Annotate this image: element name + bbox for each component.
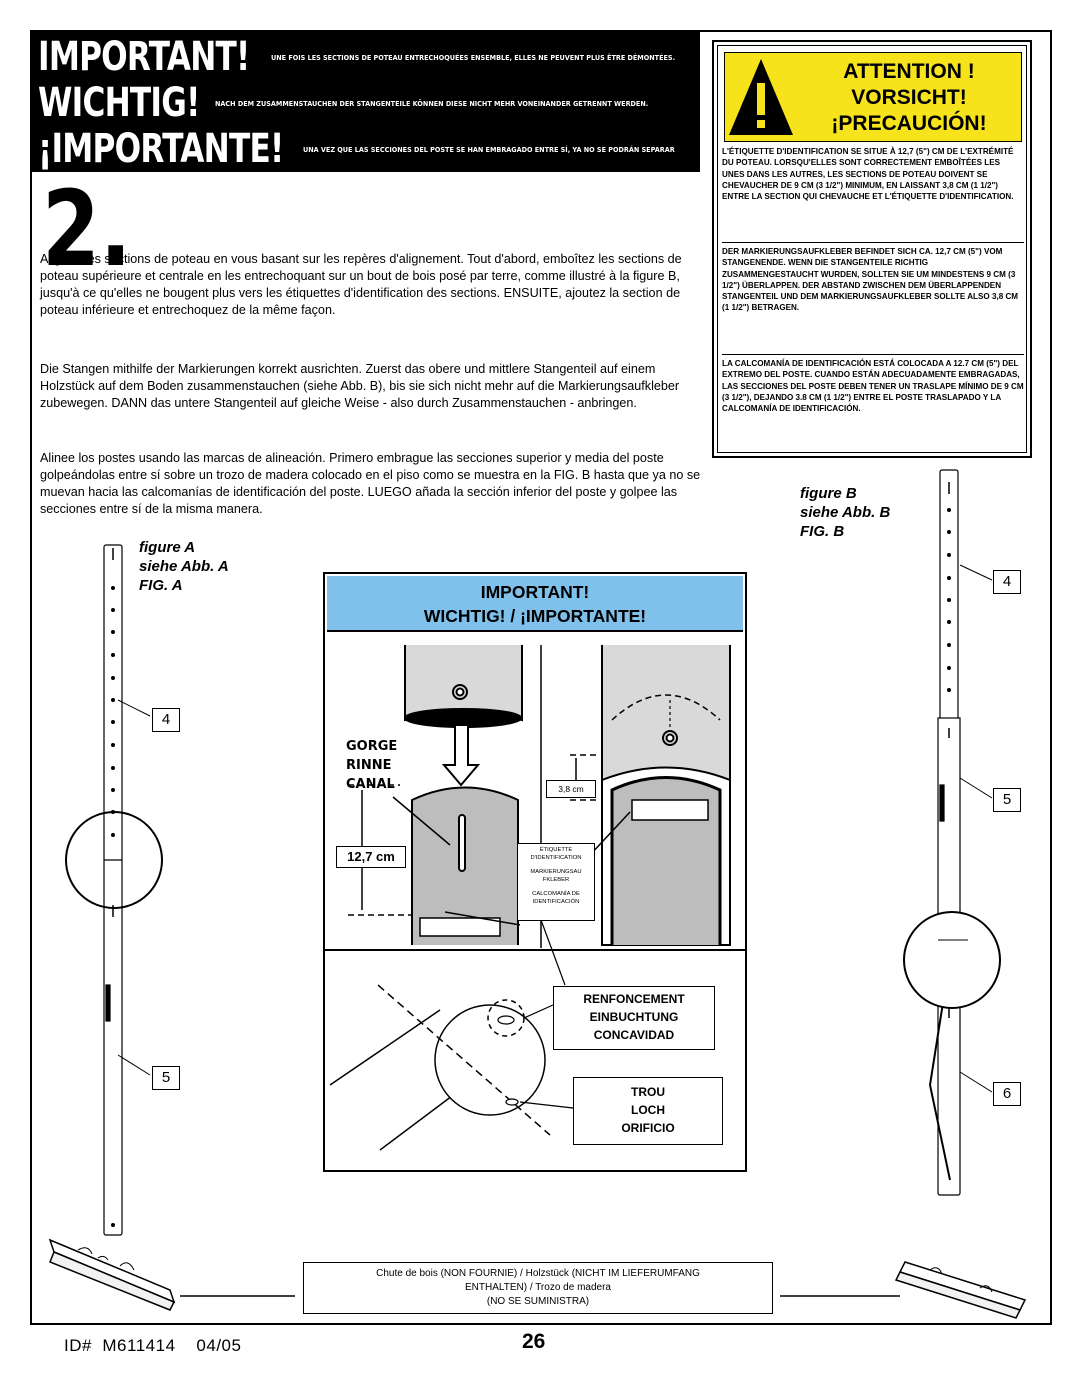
figure-a-number-5: 5 (152, 1066, 180, 1090)
warning-header: ATTENTION ! VORSICHT! ¡PRECAUCIÓN! (724, 52, 1022, 142)
wood-note-line3: (NO SE SUMINISTRA) (486, 1296, 590, 1307)
dimension-12-7-cm: 12,7 cm (336, 846, 406, 868)
warning-title-de: VORSICHT! (851, 86, 967, 109)
hole-fr: TROU (631, 1085, 665, 1099)
warning-title-fr: ATTENTION ! (843, 60, 975, 83)
warning-divider (722, 242, 1024, 243)
warning-text-es: LA CALCOMANÍA DE IDENTIFICACIÓN ESTÁ COL… (722, 359, 1024, 414)
importante-title: ¡IMPORTANTE! (38, 126, 284, 172)
id-label-de-2: FKLEBER (542, 877, 570, 883)
warning-title-es: ¡PRECAUCIÓN! (831, 112, 987, 135)
warning-text-fr: L'ÉTIQUETTE D'IDENTIFICATION SE SITUE À … (722, 147, 1014, 202)
groove-label-de: RINNE (346, 758, 392, 773)
figure-b-line3: FIG. B (800, 523, 845, 540)
importante-text: UNA VEZ QUE LAS SECCIONES DEL POSTE SE H… (302, 144, 675, 154)
document-id: ID# M611414 04/05 (64, 1336, 242, 1355)
step-number: 2. (42, 168, 132, 290)
important-title: IMPORTANT! (38, 34, 250, 80)
warning-triangle-icon (729, 59, 793, 135)
figure-a-line1: figure A (139, 539, 196, 556)
important-panel-header: IMPORTANT! WICHTIG! / ¡IMPORTANTE! (327, 576, 743, 632)
page-number: 26 (522, 1330, 546, 1353)
recess-es: CONCAVIDAD (593, 1028, 675, 1042)
warning-box: ATTENTION ! VORSICHT! ¡PRECAUCIÓN! L'ÉTI… (712, 40, 1032, 458)
wood-note-line2: ENTHALTEN) / Trozo de madera (465, 1282, 611, 1293)
groove-label-fr: GORGE (346, 739, 398, 754)
figure-a-line3: FIG. A (139, 577, 183, 594)
figure-b-number-6: 6 (993, 1082, 1021, 1106)
figure-a-label: figure A siehe Abb. A FIG. A (139, 538, 229, 595)
recess-callout: RENFONCEMENT EINBUCHTUNG CONCAVIDAD (553, 986, 715, 1050)
groove-label: GORGE RINNE CANAL (346, 737, 397, 794)
warning-text-de: DER MARKIERUNGSAUFKLEBER BEFINDET SICH C… (722, 247, 1019, 313)
hole-callout: TROU LOCH ORIFICIO (573, 1077, 723, 1145)
warning-divider (722, 354, 1024, 355)
instructions-es: Alinee los postes usando las marcas de a… (40, 451, 701, 516)
figure-b-line2: siehe Abb. B (800, 504, 891, 521)
wood-note-line1: Chute de bois (NON FOURNIE) / Holzstück … (376, 1268, 700, 1279)
wichtig-text: NACH DEM ZUSAMMENSTAUCHEN DER STANGENTEI… (215, 98, 649, 108)
recess-de: EINBUCHTUNG (589, 1010, 679, 1024)
panel-title-line1: IMPORTANT! (480, 582, 590, 602)
id-label-de-1: MARKIERUNGSAU (530, 869, 582, 875)
important-panel: IMPORTANT! WICHTIG! / ¡IMPORTANTE! (323, 572, 747, 1172)
instructions-de: Die Stangen mithilfe der Markierungen ko… (40, 362, 680, 410)
hole-de: LOCH (631, 1103, 665, 1117)
figure-b-line1: figure B (800, 485, 857, 502)
dimension-3-8-cm: 3,8 cm (546, 780, 596, 798)
id-label-es-2: IDENTIFICACIÓN (532, 899, 580, 905)
id-label-es-1: CALCOMANÍA DE (532, 891, 580, 897)
wood-block-note: Chute de bois (NON FOURNIE) / Holzstück … (303, 1262, 773, 1314)
hole-es: ORIFICIO (621, 1121, 675, 1135)
figure-b-label: figure B siehe Abb. B FIG. B (800, 484, 890, 541)
figure-b-number-5: 5 (993, 788, 1021, 812)
id-label-callout: ÉTIQUETTE D'IDENTIFICATION MARKIERUNGSAU… (517, 843, 595, 921)
page-frame (30, 30, 1052, 1325)
recess-fr: RENFONCEMENT (583, 992, 685, 1006)
figure-a-number-4: 4 (152, 708, 180, 732)
figure-a-line2: siehe Abb. A (139, 558, 229, 575)
groove-label-es: CANAL (346, 777, 395, 792)
important-banner: IMPORTANT! UNE FOIS LES SECTIONS DE POTE… (32, 32, 700, 172)
panel-title-line2: WICHTIG! / ¡IMPORTANTE! (423, 606, 647, 626)
instructions-fr: Alignez les sections de poteau en vous b… (40, 252, 682, 317)
id-label-fr-1: ÉTIQUETTE (539, 847, 573, 853)
id-label-fr-2: D'IDENTIFICATION (530, 855, 582, 861)
figure-b-number-4: 4 (993, 570, 1021, 594)
important-text: UNE FOIS LES SECTIONS DE POTEAU ENTRECHO… (271, 52, 676, 62)
wichtig-title: WICHTIG! (38, 80, 200, 126)
